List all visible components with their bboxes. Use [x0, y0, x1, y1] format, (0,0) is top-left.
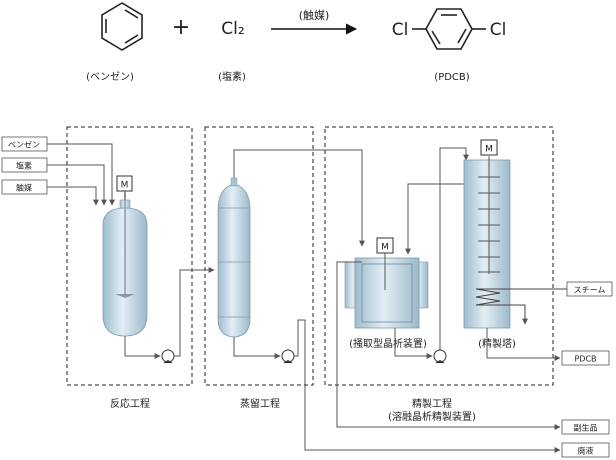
refining-tower	[463, 159, 511, 329]
refining-apparatus-label: (溶融晶析精製装置)	[388, 410, 476, 423]
crystallizer-label: (掻取型晶析装置)	[349, 337, 427, 350]
byproduct-output-box	[561, 419, 610, 435]
chlorine-input-label: 塩素	[16, 161, 32, 171]
benzene-structure	[101, 2, 143, 51]
distillation-section-label: 蒸留工程	[240, 397, 280, 410]
catalyst-input-label: 触媒	[16, 183, 32, 193]
waste-output-box	[561, 442, 610, 458]
pdcb-structure	[412, 8, 486, 50]
agitator-blade	[115, 294, 135, 298]
cl2-formula: Cl₂	[221, 19, 244, 39]
reaction-section-box	[66, 126, 193, 386]
pump-to-tower-line	[439, 147, 469, 350]
reactor-outlet-line	[124, 336, 161, 359]
benzene-caption: (ベンゼン)	[86, 71, 134, 83]
feed-lines	[47, 143, 115, 206]
pump-3	[433, 349, 447, 363]
reaction-section-label: 反応工程	[110, 397, 150, 410]
refining-tower-label: (精製塔)	[478, 337, 516, 350]
pump-2	[281, 349, 295, 363]
distillation-section-box	[204, 126, 314, 386]
pump-1	[161, 349, 175, 363]
tower-trays	[478, 176, 500, 273]
crystallizer-motor	[376, 237, 394, 254]
pdcb-output-box	[561, 350, 610, 366]
reactor-to-distiller-line	[174, 267, 215, 357]
steam-input-label: スチーム	[574, 286, 606, 295]
steam-coil-line	[475, 288, 567, 325]
crystallizer-motor-label: M	[381, 243, 389, 253]
reactor-motor-label: M	[121, 181, 129, 191]
pdcb-caption: (PDCB)	[434, 72, 469, 83]
tower-return-line	[405, 183, 464, 255]
waste-line	[294, 319, 561, 453]
pdcb-product-line	[486, 328, 561, 361]
chlorine-caption: (塩素)	[218, 70, 246, 83]
waste-output-label: 廃液	[578, 446, 594, 456]
tower-motor-label: M	[485, 145, 493, 155]
distillate-line	[233, 149, 365, 247]
catalyst-condition-label: (触媒)	[299, 8, 330, 22]
product-cl-right: Cl	[490, 20, 507, 40]
benzene-input-label: ベンゼン	[8, 140, 40, 150]
crystallizer-bottom-line	[394, 328, 433, 359]
distillation-bottom-line	[233, 337, 281, 359]
refining-section-box	[324, 126, 554, 386]
refining-section-label: 精製工程	[412, 397, 452, 410]
plus-sign: +	[172, 15, 190, 40]
pdcb-output-label: PDCB	[574, 355, 596, 364]
tower-motor	[480, 139, 498, 156]
product-cl-left: Cl	[392, 20, 409, 40]
distillation-top-nozzle	[230, 177, 238, 187]
steam-input-box	[566, 281, 613, 297]
crystallizer-body	[354, 257, 420, 329]
distillation-column	[217, 183, 251, 338]
crystallizer-inner	[361, 263, 413, 323]
byproduct-line	[336, 261, 561, 430]
byproduct-output-label: 副生品	[574, 423, 598, 433]
